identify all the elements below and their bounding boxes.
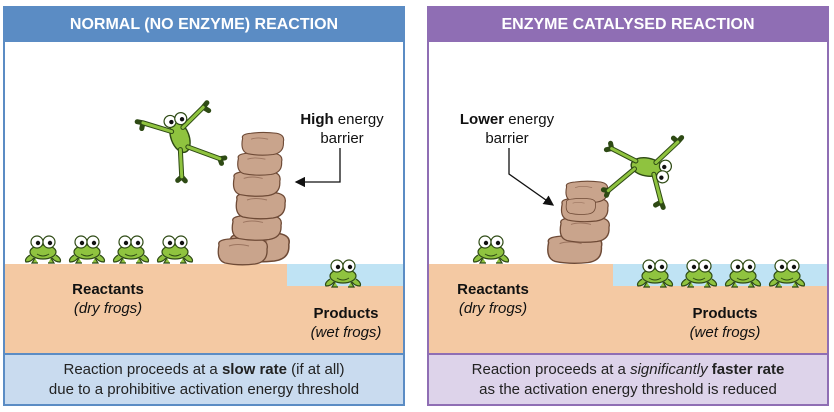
ground-reactants xyxy=(5,264,287,353)
frog-icon xyxy=(68,235,106,264)
reactants-label: Reactants(dry frogs) xyxy=(72,281,144,317)
panel-title: NORMAL (NO ENZYME) REACTION xyxy=(5,8,403,42)
frog-icon xyxy=(324,259,362,288)
arrow-icon xyxy=(508,148,555,206)
arrow-icon xyxy=(294,148,341,188)
jumping-frog-icon xyxy=(137,97,229,189)
rock-pile-icon xyxy=(547,180,610,265)
ground-products xyxy=(287,286,403,353)
scene-illustration xyxy=(5,42,403,353)
frog-icon xyxy=(768,259,806,288)
panel-title: ENZYME CATALYSED REACTION xyxy=(429,8,827,42)
rock-pile-icon xyxy=(217,131,290,266)
frog-icon xyxy=(472,235,510,264)
products-label: Products(wet frogs) xyxy=(310,305,382,341)
ground-products xyxy=(613,286,827,353)
ground-reactants xyxy=(429,264,613,353)
frog-icon xyxy=(24,235,62,264)
caption: Reaction proceeds at a significantly fas… xyxy=(429,353,827,404)
reactants-label: Reactants(dry frogs) xyxy=(457,281,529,317)
frog-icon xyxy=(156,235,194,264)
frog-icon xyxy=(636,259,674,288)
frog-icon xyxy=(680,259,718,288)
products-label: Products(wet frogs) xyxy=(689,305,761,341)
caption: Reaction proceeds at a slow rate (if at … xyxy=(5,353,403,404)
jumping-frog-icon xyxy=(598,125,681,208)
scene-illustration xyxy=(429,42,827,353)
panel-normal-reaction: NORMAL (NO ENZYME) REACTION H xyxy=(3,6,405,406)
frog-icon xyxy=(112,235,150,264)
frog-icon xyxy=(724,259,762,288)
